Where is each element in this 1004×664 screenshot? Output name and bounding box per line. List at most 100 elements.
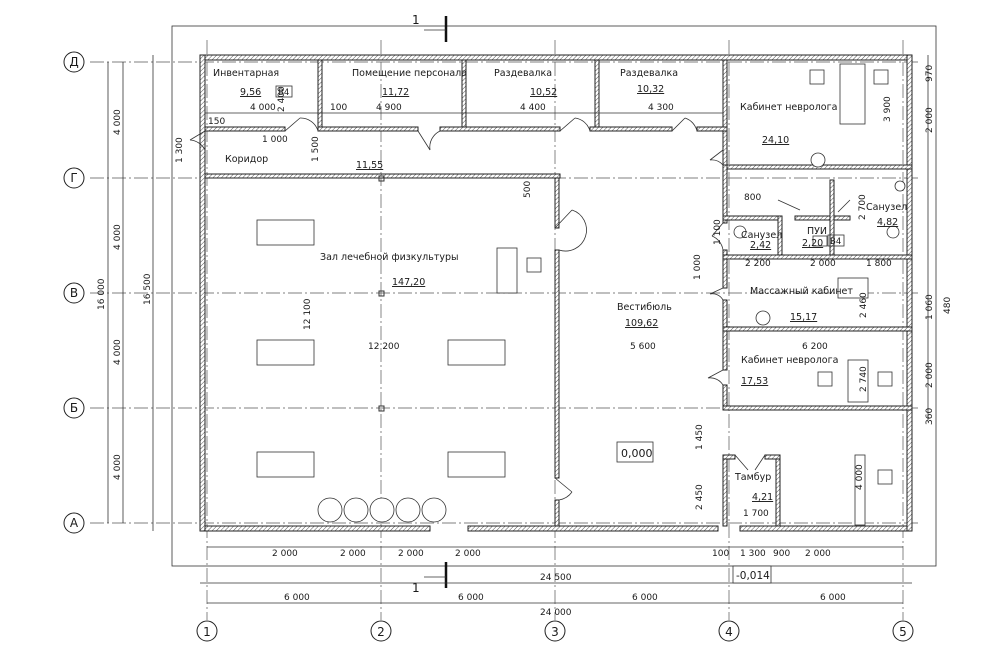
dim-wc-row: 1 800 [866,259,892,269]
dim-opening: 1 300 [740,549,766,559]
dim-small: 800 [744,193,761,203]
section-label-top: 1 [412,13,420,27]
dim-left-axis: 4 000 [113,109,123,135]
axis-label-4: 4 [725,625,733,639]
columns [378,175,385,412]
plinth-outline [171,25,937,567]
dim-left-outer: 16 000 [97,278,107,310]
room-area: 24,10 [762,135,789,146]
room-area: 4,82 [877,217,898,228]
room-name: Раздевалка [620,68,678,79]
room-area: 11,72 [382,87,409,98]
dim-small: 100 [330,103,347,113]
section-label-bottom: 1 [412,581,420,595]
dim-axis: 6 000 [632,593,658,603]
dim-small: 150 [208,117,225,127]
axis-label-b: Б [70,401,78,415]
room-name: Инвентарная [213,68,279,79]
dim-right: 480 [943,297,953,314]
room-area: 147,20 [392,277,425,288]
axis-label-5: 5 [899,625,907,639]
room-tag: В4 [278,88,289,98]
room-name: Зал лечебной физкультуры [320,252,459,263]
room-area: 2,20 [802,238,823,249]
dim-neuro2-width: 6 200 [802,342,828,352]
axis-label-1: 1 [203,625,211,639]
dim-gym-depth: 12 100 [303,298,313,330]
axis-bubble-number [544,620,566,642]
room-labels: Инвентарная 9,56 В4 Помещение персонала … [213,68,907,503]
dim-gym-width: 12 200 [368,342,400,352]
dim-small: 2 460 [859,292,869,318]
dim-small: 1 100 [713,219,723,245]
axis-bubble-letter [63,51,85,73]
level-entry: -0,014 [732,565,772,584]
dim-axis: 6 000 [284,593,310,603]
room-area: 10,52 [530,87,557,98]
axis-label-3: 3 [551,625,559,639]
dim-opening: 900 [773,549,790,559]
dim-wc-row: 2 200 [745,259,771,269]
axis-labels: Д Г В Б А 1 2 3 4 5 [69,55,907,639]
furniture [256,63,906,526]
axis-bubble-number [196,620,218,642]
axis-bubble-letter [63,397,85,419]
dim-wc-row: 2 000 [810,259,836,269]
section-mark-top: 1 [412,13,448,42]
dim-lobby-width: 5 600 [630,342,656,352]
dim-small: 2 400 [277,86,287,112]
room-name: ПУИ [807,226,827,237]
level-entry-value: -0,014 [736,570,770,582]
exterior-walls [199,54,913,532]
dim-small: 2 700 [858,194,868,220]
dim-top-room: 4 400 [520,103,546,113]
dim-opening: 2 000 [398,549,424,559]
dim-left-axis: 4 000 [113,454,123,480]
dim-top-room: 4 900 [376,103,402,113]
axis-bubble-number [370,620,392,642]
axis-label-2: 2 [377,625,385,639]
section-mark-bottom: 1 [412,562,448,595]
room-name: Санузел [866,202,907,213]
axis-bubble-letter [63,282,85,304]
room-name: Кабинет невролога [741,355,838,366]
axis-label-g: Г [70,171,77,185]
room-area: 109,62 [625,318,658,329]
room-area: 4,21 [752,492,773,503]
room-name: Кабинет невролога [740,102,837,113]
room-area: 11,55 [356,160,383,171]
dim-left-axis: 4 000 [113,339,123,365]
room-name: Вестибюль [617,302,672,313]
level-floor: 0,000 [616,441,654,463]
dim-axis: 6 000 [458,593,484,603]
room-area: 10,32 [637,84,664,95]
room-area: 17,53 [741,376,768,387]
axis-label-v: В [70,286,78,300]
room-area: 2,42 [750,240,771,251]
room-name: Коридор [225,154,268,165]
dim-small: 1 300 [175,137,185,163]
dim-right: 970 [925,65,935,82]
axis-bubble-letter [63,512,85,534]
dim-axis: 6 000 [820,593,846,603]
dim-opening: 2 000 [340,549,366,559]
dim-small: 1 700 [743,509,769,519]
level-floor-value: 0,000 [621,447,653,460]
dim-left-outer: 16 500 [143,273,153,305]
room-area: 15,17 [790,312,817,323]
dim-small: 2 450 [695,484,705,510]
dim-top-room: 4 000 [250,103,276,113]
dim-opening: 100 [712,549,729,559]
dim-small: 500 [523,181,533,198]
dim-total: 24 000 [540,608,572,618]
room-tag: В4 [830,237,841,247]
dim-right: 1 060 [925,294,935,320]
dim-small: 4 000 [855,464,865,490]
dim-right: 2 000 [925,107,935,133]
dim-opening: 2 000 [272,549,298,559]
axis-bubble-number [892,620,914,642]
room-name: Тамбур [734,472,771,483]
room-name: Санузел [741,230,782,241]
axis-bubble-number [718,620,740,642]
